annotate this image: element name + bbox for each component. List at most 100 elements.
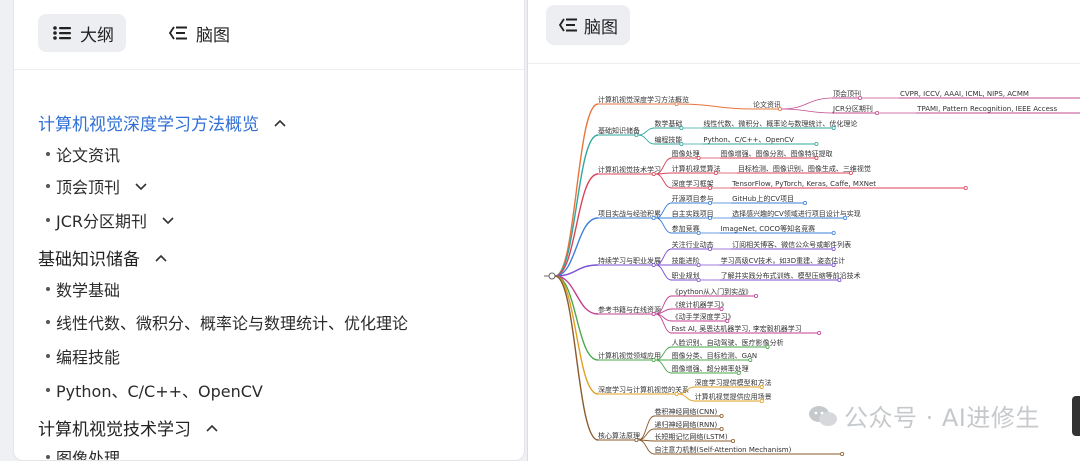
tab-mindmap[interactable]: 脑图 xyxy=(154,14,242,52)
mindmap-node-dot xyxy=(759,384,764,389)
mindmap-node-label: 深度学习框架 xyxy=(672,179,714,188)
outline-item[interactable]: 图像处理 xyxy=(46,445,120,460)
mindmap-node-label: 《python从入门到实战》 xyxy=(672,287,753,296)
mindmap-link xyxy=(655,264,672,281)
outline-heading[interactable]: 计算机视觉深度学习方法概览 xyxy=(38,110,287,135)
mindmap-node-dot xyxy=(848,171,853,176)
tab-outline[interactable]: 大纲 xyxy=(38,14,126,52)
mindmap-node-label: 图像处理 xyxy=(672,149,700,158)
bullet-icon xyxy=(46,320,50,324)
outline-heading[interactable]: 计算机视觉技术学习 xyxy=(38,415,219,440)
mindmap-node-dot xyxy=(777,107,782,112)
chevron-down-icon[interactable] xyxy=(134,181,148,191)
mindmap-node-label: 编程技能 xyxy=(654,135,682,144)
mindmap-node-dot xyxy=(651,215,656,220)
chevron-up-icon[interactable] xyxy=(273,118,287,128)
bullet-icon xyxy=(46,354,50,358)
mindmap-node-label: 计算机视觉深度学习方法概览 xyxy=(598,95,689,104)
outline-item[interactable]: Python、C/C++、OpenCV xyxy=(46,378,263,402)
mindmap-node-dot xyxy=(754,293,759,298)
outline-label: JCR分区期刊 xyxy=(56,212,148,231)
outline-label: 编程技能 xyxy=(56,348,121,367)
mindmap-node-label: 持续学习与职业发展 xyxy=(598,256,661,265)
outline-item[interactable]: 编程技能 xyxy=(46,344,120,368)
mindmap-link xyxy=(655,217,672,234)
mindmap-node-label: 自注意力机制(Self-Attention Mechanism) xyxy=(654,445,791,454)
mindmap-link xyxy=(638,415,655,441)
mindmap-header: 脑图 xyxy=(528,0,1080,64)
mindmap-link xyxy=(554,173,599,277)
mindmap-node-label: TPAMI, Pattern Recognition, IEEE Access xyxy=(916,105,1057,113)
mindmap-node-dot xyxy=(875,111,880,116)
mindmap-node-label: 计算机视觉领域应用 xyxy=(598,351,661,360)
mindmap-node-dot xyxy=(679,142,684,147)
mindmap-node-label: 项目实战与经验积累 xyxy=(598,209,661,218)
mindmap-node-label: 选择感兴趣的CV领域进行项目设计与实现 xyxy=(732,209,861,218)
outline-label: 线性代数、微积分、概率论与数理统计、优化理论 xyxy=(56,314,409,333)
mindmap-link xyxy=(554,275,599,441)
mindmap-node-dot xyxy=(696,156,701,161)
mindmap-node-label: 人脸识别、自动驾驶、医疗影像分析 xyxy=(672,338,784,347)
mindmap-node-label: 论文资讯 xyxy=(753,100,781,109)
mindmap-node-label: 学习高级CV技术，如3D重建、姿态估计 xyxy=(721,256,846,265)
outline-label: Python、C/C++、OpenCV xyxy=(56,382,263,401)
mindmap-icon xyxy=(168,26,187,40)
outline-label: 数学基础 xyxy=(56,281,121,300)
mindmap-node-label: Python、C/C++、OpenCV xyxy=(703,136,794,144)
mindmap-link xyxy=(678,103,754,110)
mindmap-node-label: 订阅相关博客、微信公众号或邮件列表 xyxy=(732,240,851,249)
mindmap-node-dot xyxy=(651,357,656,362)
mindmap-node-dot xyxy=(857,96,862,101)
mindmap-node-dot xyxy=(696,277,701,282)
outline-heading[interactable]: 基础知识储备 xyxy=(38,245,168,270)
chevron-down-icon[interactable] xyxy=(161,215,175,225)
outline-label: 基础知识储备 xyxy=(38,250,140,270)
mindmap-icon xyxy=(558,18,577,32)
mindmap-node-label: 线性代数、微积分、概率论与数理统计、优化理论 xyxy=(703,119,857,128)
mindmap-node-dot xyxy=(759,398,764,403)
mindmap-node-label: ImageNet, COCO等知名竞赛 xyxy=(721,224,815,233)
outline-item[interactable]: 数学基础 xyxy=(46,277,120,301)
bullet-icon xyxy=(46,455,50,459)
mindmap-node-label: 图像分类、目标检测、GAN xyxy=(672,351,757,360)
scroll-handle[interactable] xyxy=(1072,396,1080,436)
mindmap-node-label: 职业规划 xyxy=(672,271,700,280)
mindmap-node-dot xyxy=(748,357,753,362)
wechat-logo-icon xyxy=(809,405,837,426)
mindmap-node-label: 递归神经网络(RNN) xyxy=(654,420,717,429)
mindmap-node-label: 深度学习提供模型和方法 xyxy=(695,378,772,387)
mindmap-node-label: 图像增强、图像分割、图像特征提取 xyxy=(721,149,833,158)
mindmap-node-dot xyxy=(736,370,741,375)
mindmap-link xyxy=(678,393,695,402)
outline-item[interactable]: JCR分区期刊 xyxy=(46,208,175,232)
outline-item[interactable]: 论文资讯 xyxy=(46,142,120,166)
mindmap-node-label: 卷积神经网络(CNN) xyxy=(654,407,717,416)
chevron-up-icon[interactable] xyxy=(205,423,219,433)
mindmap-node-dot xyxy=(708,186,713,191)
mindmap-root-node xyxy=(548,272,556,280)
mindmap-node-dot xyxy=(719,413,724,418)
mindmap-node-dot xyxy=(651,311,656,316)
tab-mindmap-label: 脑图 xyxy=(196,25,230,46)
mindmap-link xyxy=(655,313,672,334)
mindmap-node-dot xyxy=(831,246,836,251)
mindmap-node-dot xyxy=(708,246,713,251)
mindmap-link xyxy=(554,264,599,277)
mindmap-node-label: 顶会顶刊 xyxy=(833,89,861,98)
mindmap-node-dot xyxy=(831,126,836,131)
outline-item[interactable]: 线性代数、微积分、概率论与数理统计、优化理论 xyxy=(46,310,408,334)
watermark-text: 公众号 · AI进修生 xyxy=(844,404,1040,432)
mindmap-node-dot xyxy=(731,438,736,443)
mindmap-node-dot xyxy=(814,142,819,147)
mindmap-link xyxy=(655,359,672,374)
list-icon xyxy=(53,26,71,40)
mindmap-node-dot xyxy=(674,391,679,396)
outline-item[interactable]: 顶会顶刊 xyxy=(46,174,148,198)
mindmap-tab[interactable]: 脑图 xyxy=(546,5,630,45)
mindmap-node-dot xyxy=(831,262,836,267)
mindmap-link xyxy=(554,103,599,277)
chevron-up-icon[interactable] xyxy=(154,253,168,263)
mindmap-link xyxy=(638,127,655,136)
